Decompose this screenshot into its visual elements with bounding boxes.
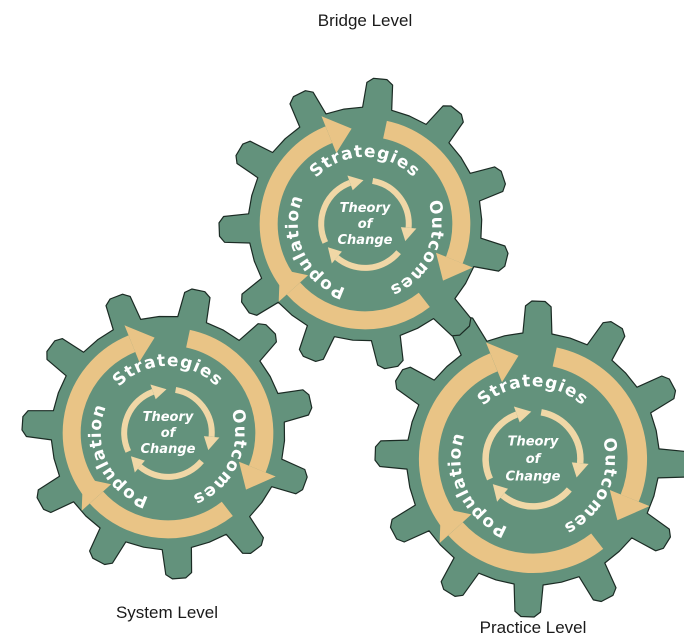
outer-arrow-head [609, 490, 650, 521]
practice-center-change: Change [506, 469, 561, 484]
system-center-of: of [161, 426, 178, 441]
practice-inner-cycle-arrows [482, 406, 589, 510]
outer-arrow-arc [418, 353, 498, 530]
inner-arrow-head [571, 462, 589, 478]
practice-level-gear: Strategies Outcomes Population Theory of… [374, 300, 684, 618]
system-outer-cycle-arrows [62, 325, 276, 539]
inner-arrow-arc [174, 386, 215, 438]
outer-arrow-arc [286, 282, 430, 330]
outer-arrow-head [278, 269, 309, 302]
system-level-gear: Strategies Outcomes Population Theory of… [21, 288, 313, 580]
system-inner-cycle-arrows [121, 384, 220, 480]
outer-arrow-head [321, 116, 352, 153]
bridge-outer-cycle-arrows [259, 116, 473, 330]
bridge-center-of: of [358, 217, 375, 232]
inner-arrow-arc [371, 177, 412, 229]
inner-arrow-head [150, 384, 167, 400]
inner-arrow-arc [540, 409, 584, 464]
outer-arrow-head [485, 342, 519, 383]
bridge-level-gear: Strategies Outcomes Population Theory of… [218, 77, 509, 370]
system-center-theory: Theory [143, 410, 194, 425]
inner-arrow-arc [137, 459, 204, 480]
bridge-center-theory: Theory [340, 201, 391, 216]
practice-center-of: of [526, 452, 543, 467]
practice-outer-cycle-arrows [418, 342, 650, 573]
outer-arrow-head [436, 252, 473, 281]
system-level-label: System Level [116, 603, 218, 622]
inner-arrow-arc [500, 487, 572, 510]
inner-arrow-arc [334, 250, 401, 271]
outer-arrow-head [124, 325, 155, 362]
inner-arrow-head [513, 406, 532, 423]
outer-arrow-head [239, 461, 276, 490]
inner-arrow-head [400, 227, 417, 242]
inner-arrow-head [130, 456, 145, 473]
inner-arrow-arc [482, 411, 519, 481]
bridge-center-change: Change [338, 233, 393, 248]
inner-arrow-head [327, 247, 342, 264]
outer-arrow-head [81, 478, 112, 511]
system-center-change: Change [141, 442, 196, 457]
outer-arrow-arc [259, 126, 333, 289]
inner-arrow-head [492, 484, 508, 502]
practice-level-label: Practice Level [480, 618, 587, 637]
inner-arrow-arc [121, 388, 155, 453]
inner-arrow-arc [318, 179, 352, 244]
bridge-level-label: Bridge Level [318, 11, 413, 30]
outer-arrow-arc [448, 522, 604, 573]
outer-arrow-arc [185, 329, 274, 473]
outer-arrow-arc [89, 491, 233, 539]
outer-arrow-arc [552, 347, 648, 502]
outer-arrow-arc [62, 335, 136, 498]
inner-arrow-head [203, 436, 220, 451]
practice-center-theory: Theory [508, 435, 559, 450]
bridge-inner-cycle-arrows [318, 175, 417, 271]
outer-arrow-arc [382, 120, 471, 264]
outer-arrow-head [439, 508, 472, 544]
inner-arrow-head [347, 175, 364, 191]
